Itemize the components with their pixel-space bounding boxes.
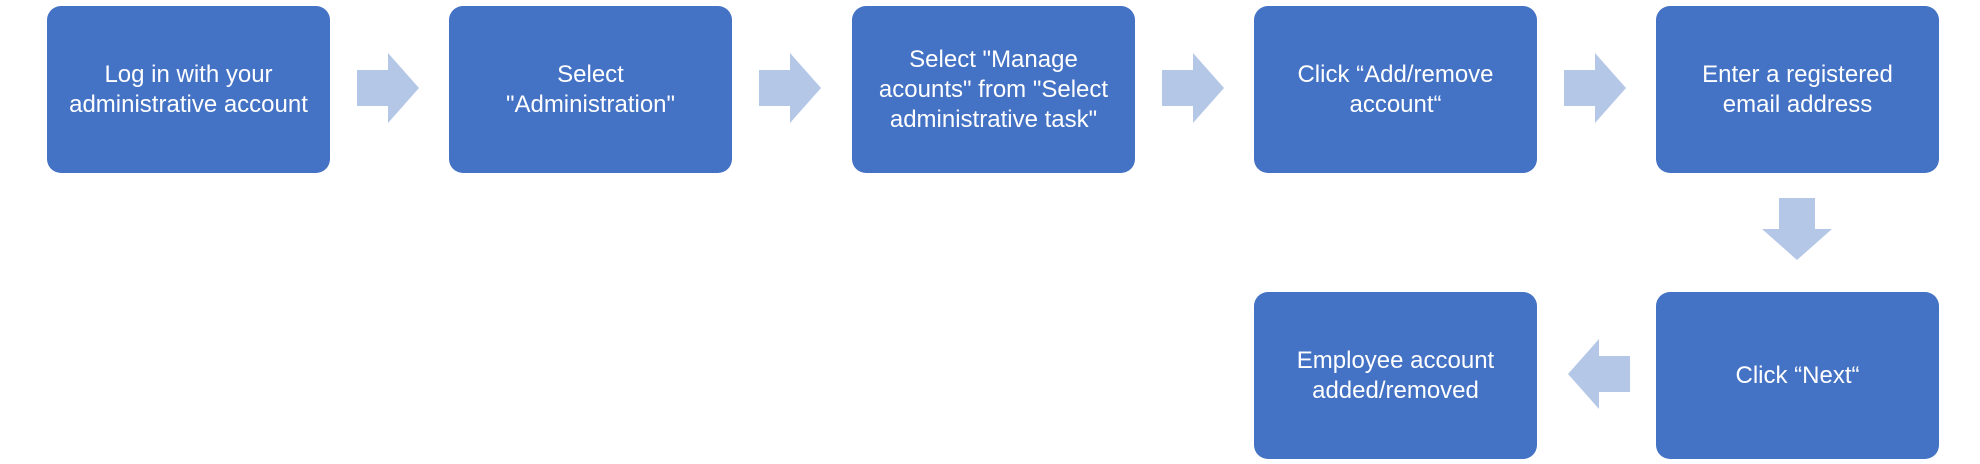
step-7-label: Employee account added/removed — [1296, 346, 1495, 404]
step-2-select-administration-box: Select "Administration" — [449, 6, 732, 173]
step-7-account-added-removed-box: Employee account added/removed — [1254, 292, 1537, 459]
step-3-manage-accounts-box: Select "Manage acounts" from "Select adm… — [852, 6, 1135, 173]
step-1-log-in-box: Log in with your administrative account — [47, 6, 330, 173]
step-2-label: Select "Administration" — [505, 60, 676, 118]
step-4-add-remove-account-box: Click “Add/remove account“ — [1254, 6, 1537, 173]
step-5-label: Enter a registered email address — [1702, 60, 1893, 118]
right-arrow-icon — [759, 53, 821, 123]
right-arrow-icon — [1162, 53, 1224, 123]
left-arrow-icon — [1568, 339, 1630, 409]
right-arrow-icon — [1564, 53, 1626, 123]
step-6-click-next-box: Click “Next“ — [1656, 292, 1939, 459]
step-6-label: Click “Next“ — [1735, 361, 1860, 389]
step-5-enter-email-box: Enter a registered email address — [1656, 6, 1939, 173]
step-1-label: Log in with your administrative account — [69, 60, 308, 118]
step-4-label: Click “Add/remove account“ — [1297, 60, 1494, 118]
right-arrow-icon — [357, 53, 419, 123]
down-arrow-icon — [1762, 198, 1832, 260]
step-3-label: Select "Manage acounts" from "Select adm… — [878, 45, 1109, 133]
